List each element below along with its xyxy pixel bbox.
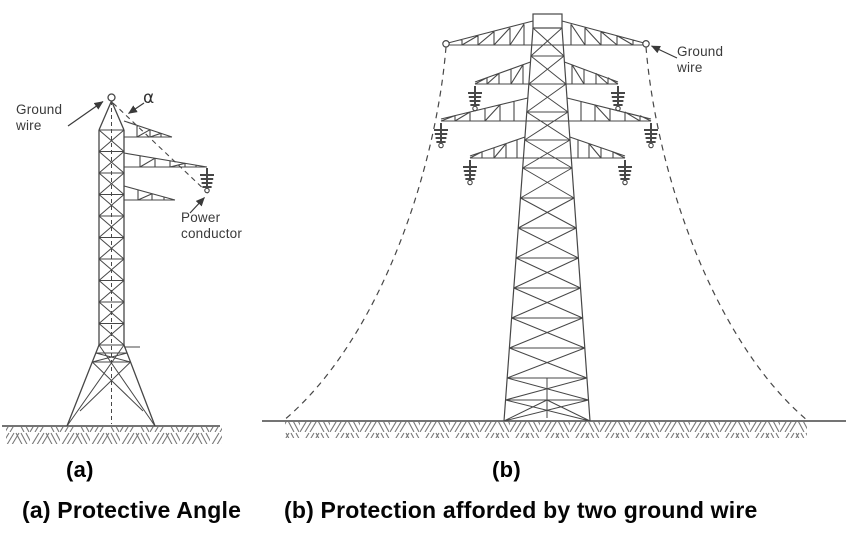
tower-b-arm-middle bbox=[440, 97, 652, 122]
tower-a-apex bbox=[98, 100, 125, 131]
insulator-b-lower-right bbox=[617, 159, 633, 186]
tower-b bbox=[262, 13, 846, 438]
ground-wire-attachment-b-right bbox=[642, 39, 650, 48]
power-conductor-arrow bbox=[189, 197, 205, 214]
ground-wire-attachment-a bbox=[107, 93, 116, 102]
power-conductor-label: Power conductor bbox=[181, 210, 243, 242]
alpha-arrow bbox=[128, 102, 145, 114]
ground-wire-label-b: Ground wire bbox=[677, 44, 724, 76]
tower-a bbox=[2, 93, 222, 444]
tower-b-arm-upper bbox=[474, 61, 619, 85]
tower-b-bracing bbox=[503, 27, 591, 422]
alpha-label: α bbox=[143, 88, 155, 108]
ground-wire-label-a: Ground wire bbox=[16, 102, 63, 134]
insulator-b-upper-left bbox=[467, 85, 483, 112]
tower-b-ground-wire-arm bbox=[447, 20, 645, 46]
ground-wire-attachment-b-left bbox=[442, 39, 450, 48]
sublabel-a: (a) bbox=[66, 457, 94, 482]
ground-wire-arrow-a bbox=[67, 101, 104, 127]
tower-a-base-edges bbox=[66, 344, 156, 427]
sublabel-b: (b) bbox=[492, 457, 521, 482]
insulator-b-middle-right bbox=[643, 122, 659, 149]
ground-hatching-b bbox=[285, 422, 807, 438]
tower-a-base-bracing bbox=[66, 344, 156, 427]
insulator-b-lower-left bbox=[462, 159, 478, 186]
tower-a-arm-top bbox=[123, 120, 173, 138]
caption-part-a: (a) Protective Angle bbox=[22, 497, 242, 523]
power-conductor-insulator-a bbox=[199, 167, 215, 194]
insulator-b-middle-left bbox=[433, 122, 449, 149]
caption-part-b: (b) Protection afforded by two ground wi… bbox=[284, 497, 758, 523]
tower-b-cap bbox=[532, 13, 563, 29]
tower-a-arm-middle bbox=[123, 152, 208, 168]
tower-b-arm-lower bbox=[469, 136, 626, 159]
tower-a-arm-bottom bbox=[123, 185, 176, 201]
protective-angle-dashed-line bbox=[112, 102, 210, 195]
protection-zone-dashed-right bbox=[645, 46, 809, 422]
ground-wire-arrow-b bbox=[651, 45, 678, 59]
ground-hatching-a bbox=[6, 427, 222, 444]
tower-b-edges bbox=[503, 27, 591, 422]
protection-zone-dashed-left bbox=[282, 46, 447, 422]
insulator-b-upper-right bbox=[610, 85, 626, 112]
